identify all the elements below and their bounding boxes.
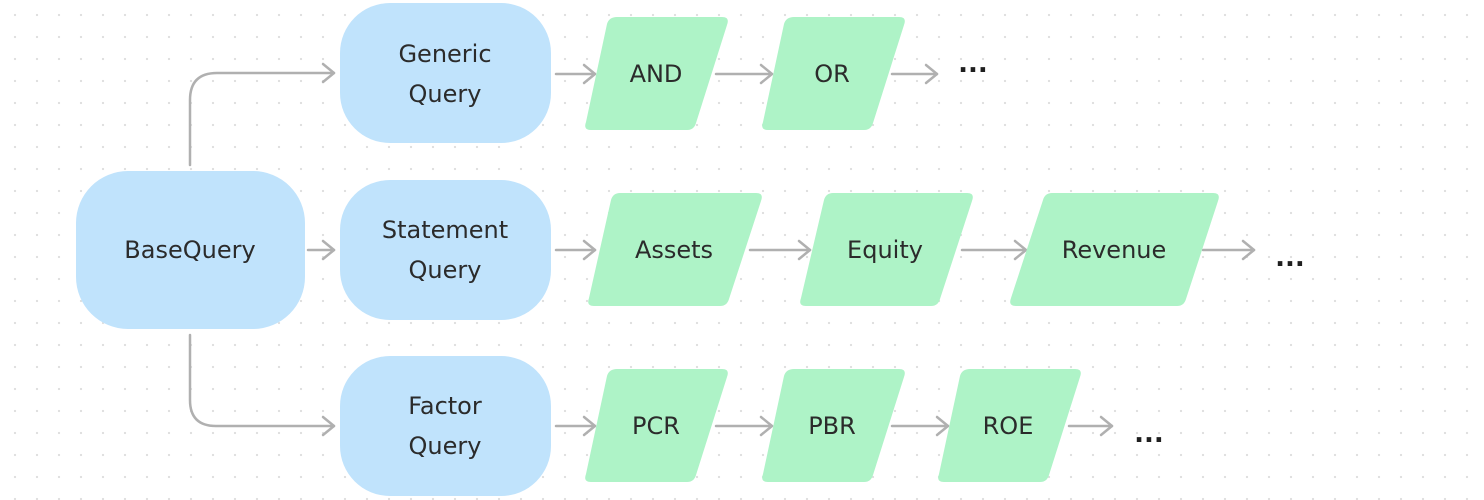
statement-query-label-line2: Query: [409, 256, 482, 284]
statement-query-label-line1: Statement: [382, 216, 508, 244]
arrow-head-factor-query: [321, 415, 336, 437]
arrow-head-generic-query: [321, 62, 336, 84]
basequery-node[interactable]: BaseQuery: [76, 171, 305, 329]
arrow-head-pbr: [759, 415, 774, 437]
statement-query-node[interactable]: Statement Query: [340, 180, 551, 320]
arrow-head-revenue: [1013, 239, 1028, 261]
row1-continuation-ellipsis: ...: [958, 49, 988, 79]
edge-basequery-to-factor-query: [188, 333, 336, 428]
step-pcr[interactable]: PCR: [585, 369, 728, 482]
arrow-head-and: [582, 63, 597, 85]
arrow-head-row1-continuation: [924, 63, 939, 85]
factor-query-node-shape: [340, 356, 551, 496]
step-assets-label: Assets: [635, 236, 713, 264]
factor-query-node[interactable]: Factor Query: [340, 356, 551, 496]
step-roe[interactable]: ROE: [938, 369, 1081, 482]
statement-query-node-shape: [340, 180, 551, 320]
step-revenue[interactable]: Revenue: [1010, 193, 1219, 306]
step-assets-shape: [588, 193, 762, 306]
factor-query-label-line1: Factor: [408, 392, 482, 420]
generic-query-node[interactable]: Generic Query: [340, 3, 551, 143]
factor-query-label-line2: Query: [409, 432, 482, 460]
step-pcr-shape: [585, 369, 728, 482]
arrow-head-row2-continuation: [1241, 239, 1256, 261]
arrow-head-equity: [797, 239, 812, 261]
step-revenue-shape: [1010, 193, 1219, 306]
step-assets[interactable]: Assets: [588, 193, 762, 306]
step-equity-shape: [800, 193, 973, 306]
step-equity-label: Equity: [847, 236, 923, 264]
step-or-label: OR: [814, 60, 850, 88]
step-roe-label: ROE: [983, 412, 1034, 440]
step-equity[interactable]: Equity: [800, 193, 973, 306]
step-pbr-label: PBR: [808, 412, 856, 440]
arrow-head-row3-continuation: [1099, 415, 1114, 437]
step-and-label: AND: [630, 60, 683, 88]
row2-continuation-ellipsis: ...: [1275, 243, 1305, 273]
step-or[interactable]: OR: [762, 17, 905, 130]
arrow-head-or: [759, 63, 774, 85]
arrow-head-pcr: [582, 415, 597, 437]
arrow-head-assets: [582, 239, 597, 261]
arrow-head-statement-query: [321, 239, 336, 261]
row3-continuation-ellipsis: ...: [1134, 419, 1164, 449]
edges: [188, 62, 1256, 437]
step-pbr[interactable]: PBR: [762, 369, 905, 482]
generic-query-node-shape: [340, 3, 551, 143]
basequery-label: BaseQuery: [124, 236, 255, 264]
generic-query-label-line2: Query: [409, 80, 482, 108]
step-revenue-label: Revenue: [1062, 236, 1167, 264]
step-and[interactable]: AND: [585, 17, 728, 130]
edge-basequery-to-generic-query: [188, 71, 336, 167]
basequery-node-shape: [76, 171, 305, 329]
generic-query-label-line1: Generic: [398, 40, 491, 68]
step-pcr-label: PCR: [632, 412, 680, 440]
step-pbr-shape: [762, 369, 905, 482]
step-or-shape: [762, 17, 905, 130]
arrow-head-roe: [935, 415, 950, 437]
step-and-shape: [585, 17, 728, 130]
step-roe-shape: [938, 369, 1081, 482]
